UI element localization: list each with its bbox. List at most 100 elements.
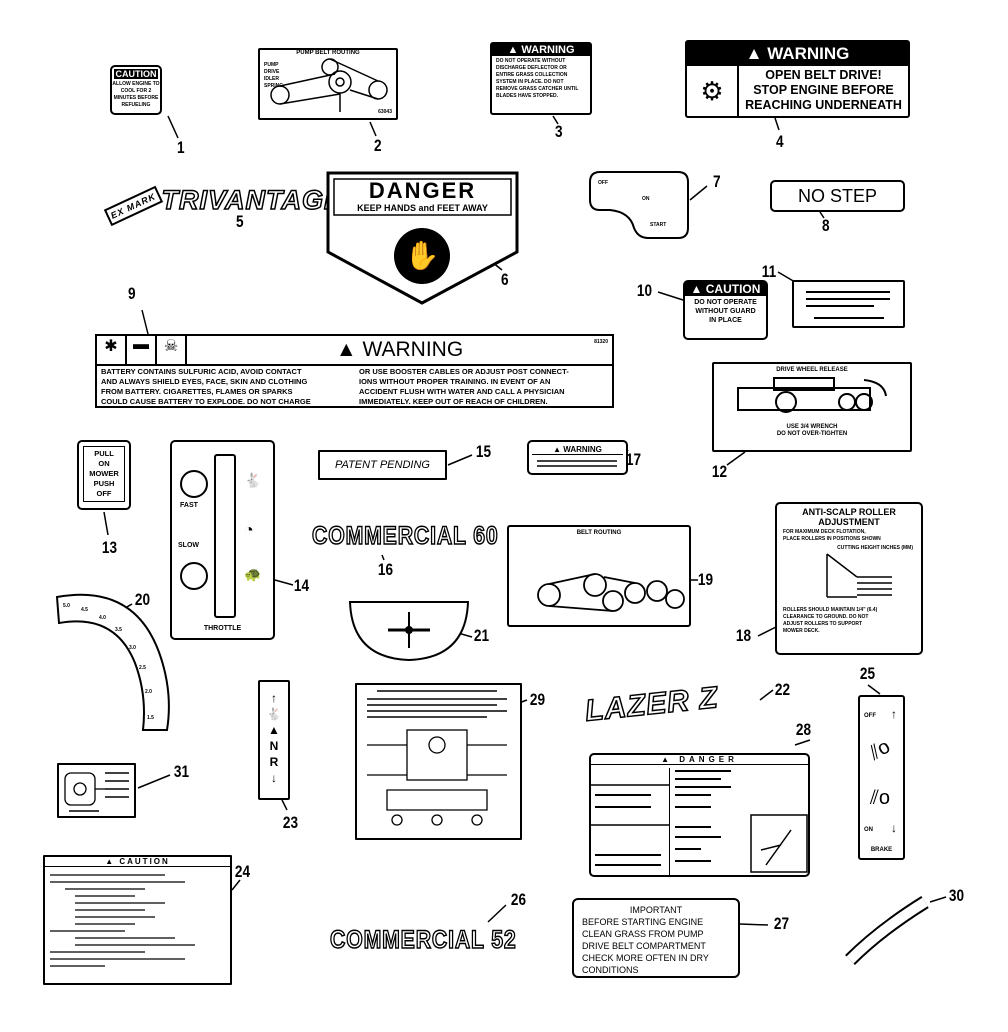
- warning-header: ▲ WARNING: [187, 336, 612, 366]
- callout-19: 19: [697, 570, 714, 589]
- text-line: ACCIDENT FLUSH WITH WATER AND CALL A PHY…: [359, 387, 565, 396]
- text-line: ADJUST ROLLERS TO SUPPORT: [783, 621, 863, 627]
- code: 81320: [594, 339, 608, 345]
- decal-28-danger: ▲ DANGER: [589, 753, 810, 877]
- caution-title: CAUTION: [705, 282, 761, 296]
- callout-8: 8: [821, 216, 830, 235]
- caution-header: ▲ CAUTION: [45, 857, 230, 867]
- neutral-label: N: [269, 739, 279, 753]
- callout-4: 4: [775, 132, 784, 151]
- reverse-label: R: [269, 755, 279, 769]
- callout-25: 25: [859, 664, 876, 683]
- danger-graphics: [591, 770, 808, 873]
- callout-12: 12: [711, 462, 728, 481]
- code: 63043: [378, 109, 392, 115]
- belt-diagram: [537, 573, 685, 612]
- text-line: USE 3/4 WRENCH: [786, 424, 838, 430]
- roller-diagram: [826, 553, 892, 598]
- push-label: PUSH: [93, 479, 115, 488]
- line: OPEN BELT DRIVE!: [765, 68, 882, 82]
- off-label: OFF: [598, 180, 608, 186]
- belt-hazard-icon: ⚙: [687, 66, 739, 116]
- deck-belt-diagram: [64, 772, 129, 812]
- belt-diagram: [270, 58, 388, 112]
- warning-title: WARNING: [362, 338, 464, 361]
- wheel-diagram: [737, 377, 887, 413]
- text-line: BATTERY CONTAINS SULFURIC ACID, AVOID CO…: [101, 367, 302, 376]
- battery-icon: ▬: [127, 336, 157, 364]
- model-number: 52: [491, 925, 517, 955]
- callout-26: 26: [510, 890, 527, 909]
- text-line: OR USE BOOSTER CABLES OR ADJUST POST CON…: [359, 367, 569, 376]
- rabbit-icon: 🐇: [266, 707, 282, 721]
- model-number: 60: [473, 521, 499, 551]
- callout-14: 14: [293, 576, 310, 595]
- fast-label: FAST: [180, 502, 198, 509]
- danger-title: DANGER: [368, 178, 477, 203]
- fine-print: [806, 291, 890, 319]
- title: ADJUSTMENT: [818, 517, 880, 527]
- text-line: CLEARANCE TO GROUND. DO NOT: [783, 614, 869, 620]
- decal-7-ignition: OFF ON START: [588, 170, 690, 240]
- brake-label: BRAKE: [870, 847, 893, 853]
- up-arrow-icon: ↑: [891, 707, 897, 721]
- cutting-height-label: CUTTING HEIGHT INCHES (MM): [837, 545, 913, 551]
- on-label: ON: [98, 459, 110, 468]
- danger-header: ▲ DANGER: [591, 755, 808, 765]
- decal-19-belt-routing: BELT ROUTING: [507, 525, 691, 627]
- text-line: COULD CAUSE BATTERY TO EXPLODE. DO NOT C…: [101, 397, 311, 406]
- callout-13: 13: [101, 538, 118, 557]
- commercial-text: COMMERCIAL: [329, 925, 485, 955]
- lever-icon: ⫽o: [870, 787, 891, 809]
- ignition-outline: [589, 171, 689, 239]
- decal-29-deck-service: [355, 683, 522, 840]
- warning-header: ▲ WARNING: [687, 42, 908, 66]
- decal-8-no-step: NO STEP: [770, 180, 905, 212]
- callout-20: 20: [134, 590, 151, 609]
- tick-label: 1.5: [147, 715, 154, 721]
- up-arrow-icon: ↑: [271, 691, 277, 705]
- decal-11-hydraulic-oil: [792, 280, 905, 328]
- decal-24-caution: ▲ CAUTION: [43, 855, 232, 985]
- throttle-label: THROTTLE: [203, 625, 242, 632]
- text-line: AND ALWAYS SHIELD EYES, FACE, SKIN AND C…: [101, 377, 308, 386]
- text-line: FOR MAXIMUM DECK FLOTATION,: [783, 529, 866, 535]
- fine-print: [537, 460, 617, 467]
- text-line: DRIVE BELT COMPARTMENT: [582, 941, 706, 951]
- callout-22: 22: [774, 680, 791, 699]
- tick-label: 3.0: [129, 645, 136, 651]
- off-label: OFF: [96, 489, 112, 498]
- commercial-text: COMMERCIAL: [311, 521, 467, 551]
- warning-header: ▲ WARNING: [492, 44, 590, 56]
- decal-9-battery-warning: ✱▬☠ ▲ WARNING 81320 BATTERY CONTAINS SUL…: [95, 334, 614, 408]
- callout-10: 10: [636, 281, 653, 300]
- pull-label: PULL: [94, 449, 114, 458]
- trivantage-text: TRIVANTAGE: [161, 184, 344, 216]
- callout-11: 11: [761, 262, 777, 281]
- tick-label: 4.0: [99, 615, 106, 621]
- decal-6-danger: ✋ DANGER KEEP HANDS and FEET AWAY: [325, 170, 520, 306]
- rabbit-icon: 🐇: [244, 472, 262, 488]
- title: PUMP BELT ROUTING: [296, 50, 360, 56]
- decal-30-curved-strip: [845, 900, 935, 985]
- decal-31-deck-belt: [57, 763, 136, 818]
- lever-icon: ⫽o: [865, 735, 894, 765]
- callout-30: 30: [948, 886, 965, 905]
- decal-2-pump-belt-routing: PUMP BELT ROUTING PUMP DRIVE IDLER SPRIN…: [258, 48, 398, 120]
- decal-10-caution-guard: ▲ CAUTION DO NOT OPERATE WITHOUT GUARD I…: [683, 280, 768, 340]
- decal-12-drive-wheel-release: DRIVE WHEEL RELEASE USE 3/4 WRENCH DO NO…: [712, 362, 912, 452]
- warning-title: WARNING: [521, 44, 575, 56]
- callout-23: 23: [282, 813, 299, 832]
- tick-label: 3.5: [115, 627, 122, 633]
- on-label: ON: [642, 196, 650, 202]
- off-label: OFF: [864, 713, 876, 719]
- text-line: BEFORE STARTING ENGINE: [582, 917, 704, 927]
- tick-label: 2.5: [139, 665, 146, 671]
- title: DRIVE WHEEL RELEASE: [776, 367, 848, 373]
- decal-17-warning: ▲ WARNING: [527, 440, 628, 475]
- warning-text: DO NOT OPERATE WITHOUT DISCHARGE DEFLECT…: [496, 58, 579, 99]
- explosion-icon: ✱: [97, 336, 127, 364]
- callout-16: 16: [377, 560, 394, 579]
